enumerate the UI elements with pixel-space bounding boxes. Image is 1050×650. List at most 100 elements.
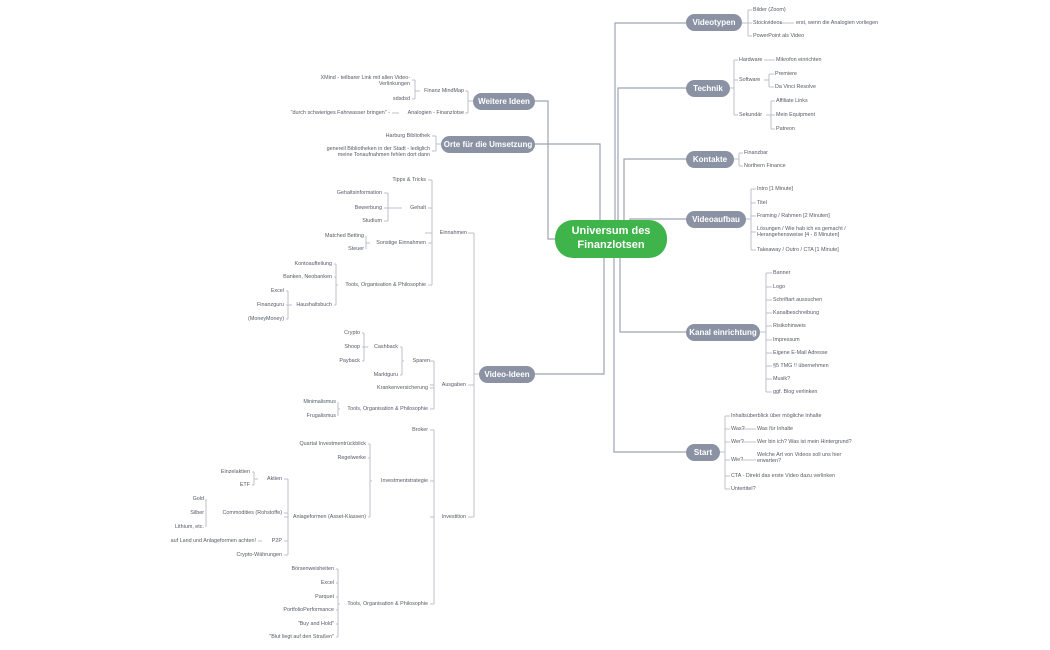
subnode[interactable]: generell Bibliotheken in der Stadt - led… bbox=[326, 146, 430, 159]
subnode[interactable]: Software bbox=[739, 77, 761, 83]
subnode[interactable]: Excel bbox=[320, 580, 334, 586]
subnode[interactable]: Bewerbung bbox=[354, 205, 382, 211]
main-node-video-ideen[interactable]: Video-Ideen bbox=[479, 366, 535, 383]
subnode[interactable]: PortfolioPerformance bbox=[283, 607, 334, 613]
subnode[interactable]: Patreon bbox=[776, 126, 795, 132]
subnode[interactable]: Welche Art von Videos soll uns hier erwa… bbox=[757, 452, 842, 465]
main-node-technik[interactable]: Technik bbox=[686, 80, 730, 97]
subnode[interactable]: "durch schwieriges Fahrwasser bringen" - bbox=[290, 110, 390, 116]
subnode[interactable]: Titel bbox=[757, 200, 767, 206]
subnode[interactable]: Crypto-Währungen bbox=[236, 552, 282, 558]
subnode[interactable]: Da Vinci Resolve bbox=[775, 84, 816, 90]
subnode[interactable]: Investition bbox=[441, 514, 466, 520]
subnode[interactable]: Banken, Neobanken bbox=[283, 274, 332, 280]
root-node[interactable]: Universum des Finanzlotsen bbox=[555, 220, 667, 258]
subnode[interactable]: Wie? bbox=[731, 457, 744, 463]
subnode[interactable]: Gehaltsinformation bbox=[336, 190, 382, 196]
subnode[interactable]: Kanalbeschreibung bbox=[773, 310, 820, 316]
main-node-videotypen[interactable]: Videotypen bbox=[686, 14, 742, 31]
subnode[interactable]: Cashback bbox=[374, 344, 398, 350]
subnode[interactable]: Wer? bbox=[731, 439, 744, 445]
subnode[interactable]: Wer bin ich? Was ist mein Hintergrund? bbox=[757, 439, 852, 445]
subnode[interactable]: Marktguru bbox=[373, 372, 398, 378]
subnode[interactable]: Anlageformen (Asset-Klassen) bbox=[292, 514, 366, 520]
subnode[interactable]: Commodities (Rohstoffe) bbox=[222, 510, 282, 516]
subnode[interactable]: Parquet bbox=[315, 594, 334, 600]
subnode[interactable]: Finanzbar bbox=[744, 150, 768, 156]
subnode[interactable]: Frugalismus bbox=[306, 413, 336, 419]
subnode[interactable]: Inhaltsüberblick über mögliche Inhalte bbox=[731, 413, 822, 419]
main-node-start[interactable]: Start bbox=[686, 444, 720, 461]
subnode[interactable]: Lösungen / Wie hab ich es gemacht / Hera… bbox=[757, 226, 846, 239]
subnode[interactable]: Shoop bbox=[344, 344, 360, 350]
subnode[interactable]: Steuer bbox=[348, 246, 364, 252]
subnode[interactable]: sdsdsd bbox=[392, 96, 410, 102]
subnode[interactable]: P2P bbox=[271, 538, 282, 544]
subnode[interactable]: Lithium, etc. bbox=[174, 524, 204, 530]
subnode[interactable]: Risikohinweis bbox=[773, 323, 806, 329]
subnode[interactable]: Tools, Organisation & Philosophie bbox=[345, 282, 426, 288]
subnode[interactable]: Analogien - Finanzlotse bbox=[407, 110, 464, 116]
subnode[interactable]: PowerPoint als Video bbox=[753, 33, 805, 39]
subnode[interactable]: Impressum bbox=[773, 337, 800, 343]
subnode[interactable]: Ausgaben bbox=[441, 382, 466, 388]
subnode[interactable]: Finanzguru bbox=[257, 302, 284, 308]
subnode[interactable]: "Buy and Hold" bbox=[297, 621, 334, 627]
main-node-kanal[interactable]: Kanal einrichtung bbox=[686, 324, 760, 341]
subnode[interactable]: Bilder (Zoom) bbox=[753, 7, 786, 13]
subnode[interactable]: Musik? bbox=[773, 376, 791, 382]
subnode[interactable]: Börsenweisheiten bbox=[291, 566, 334, 572]
subnode[interactable]: Einzelaktien bbox=[220, 469, 250, 475]
subnode[interactable]: Schriftart aussuchen bbox=[773, 297, 823, 303]
subnode[interactable]: Haushaltsbuch bbox=[296, 302, 332, 308]
main-node-kontakte[interactable]: Kontakte bbox=[686, 151, 734, 168]
subnode[interactable]: Finanz MindMap bbox=[424, 88, 464, 94]
subnode[interactable]: Sparen bbox=[412, 358, 430, 364]
subnode[interactable]: Payback bbox=[339, 358, 360, 364]
subnode[interactable]: Mein Equipment bbox=[776, 112, 815, 118]
subnode[interactable]: Minimalismus bbox=[303, 399, 336, 405]
subnode[interactable]: erst, wenn die Analogien vorliegen bbox=[796, 20, 879, 26]
subnode[interactable]: ggf. Blog verlinken bbox=[773, 389, 818, 395]
subnode[interactable]: CTA - Direkt das erste Video dazu verlin… bbox=[731, 473, 836, 479]
subnode[interactable]: Affiliate Links bbox=[776, 98, 808, 104]
subnode[interactable]: Framing / Rahmen [2 Minuten] bbox=[757, 213, 830, 219]
subnode[interactable]: Tipps & Tricks bbox=[392, 177, 426, 183]
subnode[interactable]: Kontoaufteilung bbox=[294, 261, 332, 267]
main-node-weitere-ideen[interactable]: Weitere Ideen bbox=[473, 93, 535, 110]
subnode[interactable]: Tools, Organisation & Philosophie bbox=[347, 406, 428, 412]
subnode[interactable]: Premiere bbox=[775, 71, 797, 77]
subnode[interactable]: Sekundär bbox=[739, 112, 763, 118]
subnode[interactable]: Logo bbox=[773, 284, 785, 290]
subnode[interactable]: Investmentstrategie bbox=[380, 478, 428, 484]
subnode[interactable]: Studium bbox=[362, 218, 382, 224]
subnode[interactable]: Harburg Bibliothek bbox=[385, 133, 430, 139]
subnode[interactable]: Northern Finance bbox=[744, 163, 786, 169]
subnode[interactable]: Eigene E-Mail Adresse bbox=[773, 350, 828, 356]
subnode[interactable]: ETF bbox=[239, 482, 250, 488]
subnode[interactable]: (MoneyMoney) bbox=[248, 316, 284, 322]
subnode[interactable]: Quartal Investmentrückblick bbox=[299, 441, 366, 447]
subnode[interactable]: XMind - teilbarer Link mit allen Video-V… bbox=[320, 75, 411, 88]
subnode[interactable]: Regelwerke bbox=[337, 455, 366, 461]
subnode[interactable]: Sonstige Einnahmen bbox=[376, 240, 426, 246]
subnode[interactable]: Gold bbox=[192, 496, 204, 502]
subnode[interactable]: "Blut liegt auf den Straßen" bbox=[269, 634, 334, 640]
subnode[interactable]: §5 TMG !! übernehmen bbox=[773, 363, 829, 369]
subnode[interactable]: Aktien bbox=[267, 476, 282, 482]
subnode[interactable]: Was für Inhalte bbox=[757, 426, 794, 432]
main-node-orte[interactable]: Orte für die Umsetzung bbox=[441, 136, 535, 153]
subnode[interactable]: Broker bbox=[412, 427, 428, 433]
subnode[interactable]: Stockvideos bbox=[753, 20, 783, 26]
subnode[interactable]: Crypto bbox=[344, 330, 360, 336]
subnode[interactable]: Banner bbox=[773, 270, 791, 276]
subnode[interactable]: Hardware bbox=[739, 57, 763, 63]
subnode[interactable]: Excel bbox=[270, 288, 284, 294]
subnode[interactable]: Takeaway / Outro / CTA [1 Minute] bbox=[757, 247, 839, 253]
subnode[interactable]: Untertitel? bbox=[731, 486, 756, 492]
subnode[interactable]: Mikrofon einrichten bbox=[776, 57, 822, 63]
subnode[interactable]: Krankenversicherung bbox=[377, 385, 428, 391]
subnode[interactable]: Matched Betting bbox=[325, 233, 364, 239]
subnode[interactable]: Silber bbox=[190, 510, 204, 516]
subnode[interactable]: Gehalt bbox=[410, 205, 426, 211]
